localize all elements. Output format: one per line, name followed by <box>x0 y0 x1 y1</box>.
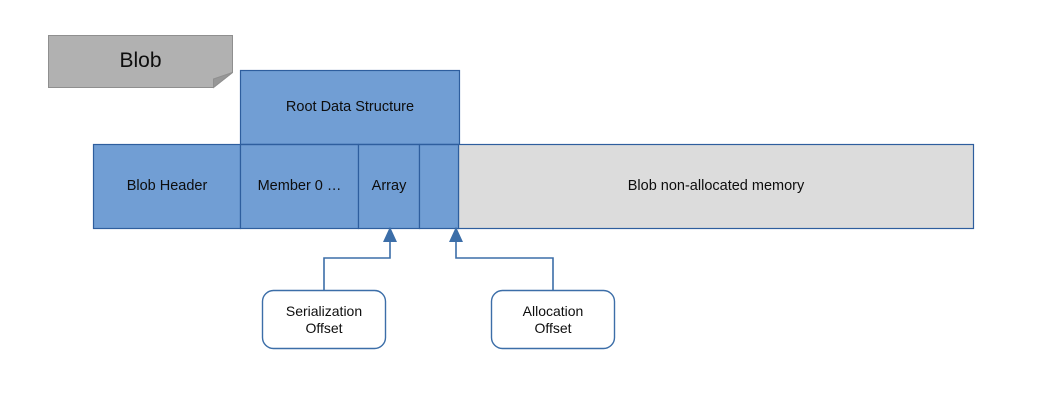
blob-note-fold-corner-icon <box>213 72 233 89</box>
callout-allocation-offset-box[interactable] <box>490 289 616 350</box>
segment-member-0-box[interactable] <box>239 143 360 230</box>
segment-blob-header-box[interactable] <box>92 143 242 230</box>
segment-non-allocated-box[interactable] <box>457 143 975 230</box>
connector-serialization-offset-line <box>323 238 391 292</box>
connector-allocation-offset-arrowhead-icon <box>449 226 463 242</box>
connector-serialization-offset-arrowhead-icon <box>383 226 397 242</box>
connector-allocation-offset <box>449 226 554 292</box>
connector-serialization-offset <box>323 226 397 292</box>
blob-note-shape <box>48 35 233 89</box>
segment-array-box[interactable] <box>357 143 421 230</box>
blob-note-body <box>48 35 233 88</box>
connector-allocation-offset-line <box>455 238 554 292</box>
callout-serialization-offset-box[interactable] <box>261 289 387 350</box>
root-data-structure-box[interactable] <box>239 69 461 146</box>
segment-unnamed-allocated-box[interactable] <box>418 143 460 230</box>
